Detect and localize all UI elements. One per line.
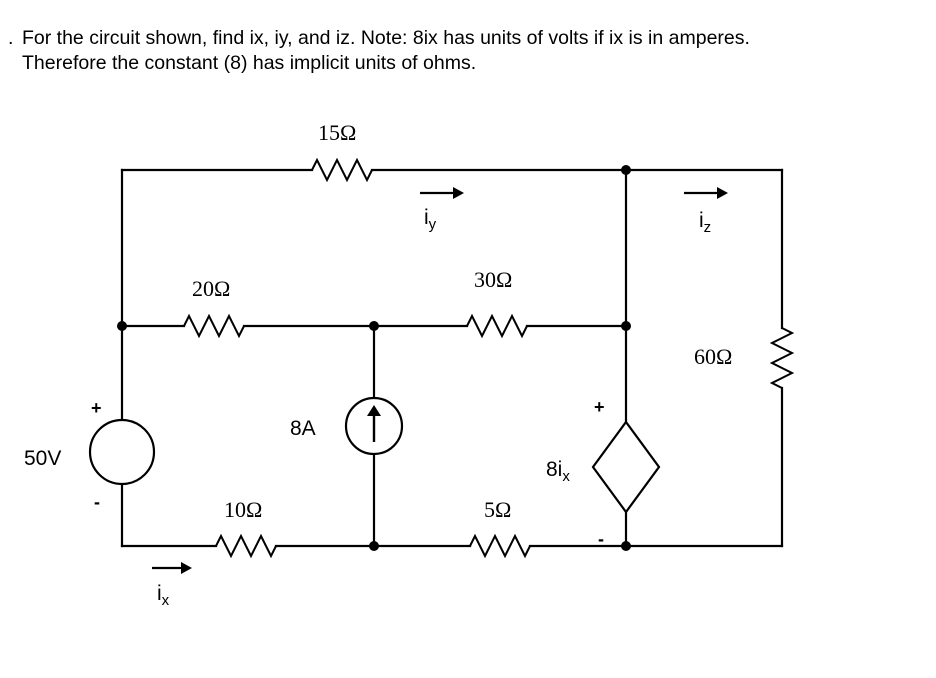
resistor-10-zigzag <box>215 533 277 559</box>
nodes <box>117 165 631 551</box>
iy-arrowhead-icon <box>453 187 464 199</box>
ix-label: ix <box>157 582 170 609</box>
list-bullet: . <box>8 27 14 49</box>
dependent-source-minus: - <box>598 529 604 549</box>
voltage-source-label: 50V <box>24 447 61 470</box>
resistor-10-label: 10Ω <box>224 497 262 522</box>
ix-arrowhead-icon <box>181 562 192 574</box>
resistors <box>183 157 795 559</box>
current-iy: iy <box>420 187 464 233</box>
dependent-source-label: 8ix <box>546 458 570 485</box>
current-iz: iz <box>684 187 728 236</box>
node-dot <box>621 321 631 331</box>
node-dot <box>117 321 127 331</box>
voltage-source-minus: - <box>94 492 100 512</box>
iy-label: iy <box>424 206 437 233</box>
resistor-15-label: 15Ω <box>318 120 356 145</box>
wires <box>120 168 784 548</box>
node-dot <box>369 541 379 551</box>
iz-arrowhead-icon <box>717 187 728 199</box>
iz-label: iz <box>699 209 711 236</box>
node-dot <box>621 541 631 551</box>
dependent-source-diamond <box>591 420 661 514</box>
problem-text: For the circuit shown, find ix, iy, and … <box>22 26 928 76</box>
problem-line-1: For the circuit shown, find ix, iy, and … <box>22 27 750 49</box>
node-dot <box>621 165 631 175</box>
node-dot <box>369 321 379 331</box>
voltage-source-plus: + <box>91 398 102 418</box>
current-source-arrowhead-icon <box>367 405 381 416</box>
resistor-5-label: 5Ω <box>484 497 511 522</box>
resistor-60-label: 60Ω <box>694 344 732 369</box>
resistor-30-label: 30Ω <box>474 267 512 292</box>
voltage-source <box>88 418 156 486</box>
resistor-20-label: 20Ω <box>192 276 230 301</box>
resistor-60-zigzag <box>769 327 795 389</box>
current-source-label: 8A <box>290 417 316 440</box>
current-ix: ix <box>152 562 192 609</box>
resistor-20-zigzag <box>183 313 245 339</box>
problem-statement: . For the circuit shown, find ix, iy, an… <box>8 26 928 76</box>
resistor-5-zigzag <box>469 533 531 559</box>
resistor-15-zigzag <box>311 157 373 183</box>
dependent-source-plus: + <box>594 397 605 417</box>
problem-line-2: Therefore the constant (8) has implicit … <box>22 52 477 74</box>
resistor-30-zigzag <box>466 313 528 339</box>
